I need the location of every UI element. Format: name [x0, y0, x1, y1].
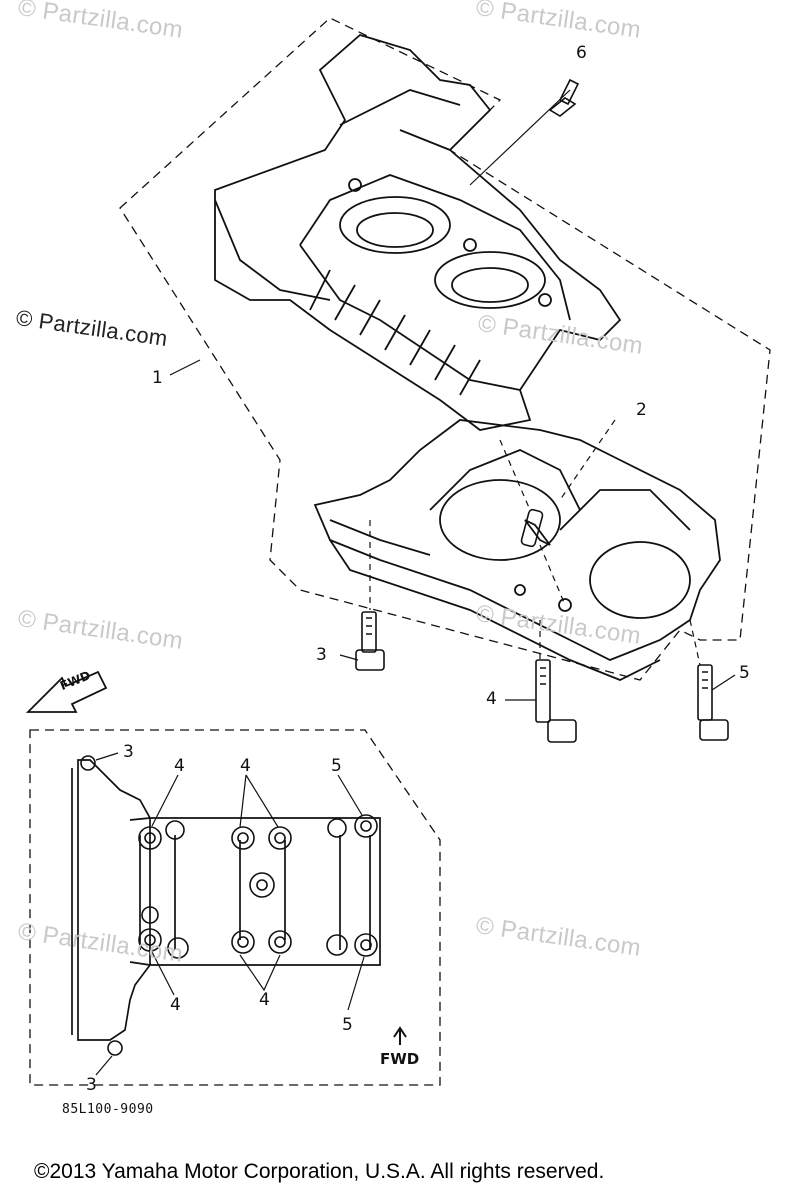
fwd-arrow-top [25, 670, 108, 713]
callout-3-bottom-bottom: 3 [86, 1075, 97, 1095]
callout-4-bottom-center-bottom: 4 [259, 990, 270, 1010]
bolt-4 [535, 659, 577, 743]
dowel-pin [520, 508, 544, 548]
assembly-boundary-dashed [119, 17, 771, 681]
upper-crankcase [214, 33, 622, 431]
copyright-notice: ©2013 Yamaha Motor Corporation, U.S.A. A… [34, 1160, 605, 1183]
callout-1: 1 [152, 368, 163, 388]
bolt-5 [697, 664, 729, 741]
bottom-view-bolt-bosses [80, 755, 378, 1056]
callout-5: 5 [739, 663, 750, 683]
bottom-view-leader-lines [95, 752, 365, 1076]
callout-5-bottom-top: 5 [331, 756, 342, 776]
callout-6: 6 [576, 43, 587, 63]
callout-4-bottom-center-top: 4 [240, 756, 251, 776]
diagram-code: 85L100-9090 [62, 1102, 154, 1117]
bolt-6 [548, 78, 580, 117]
bottom-view-boundary-dashed [29, 729, 441, 1086]
fwd-label-bottom: FWD [380, 1050, 420, 1068]
callout-2: 2 [636, 400, 647, 420]
lower-crankcase [313, 419, 721, 681]
fwd-arrow-bottom [393, 1026, 407, 1045]
callout-4-bottom-left-bottom: 4 [170, 995, 181, 1015]
callout-3: 3 [316, 645, 327, 665]
bottom-view-crankcase [71, 759, 381, 1041]
callout-4: 4 [486, 689, 497, 709]
callout-3-bottom-top: 3 [123, 742, 134, 762]
callout-5-bottom-bottom: 5 [342, 1015, 353, 1035]
callout-4-bottom-left-top: 4 [174, 756, 185, 776]
leader-lines [169, 89, 736, 701]
bolt-3 [355, 611, 385, 671]
